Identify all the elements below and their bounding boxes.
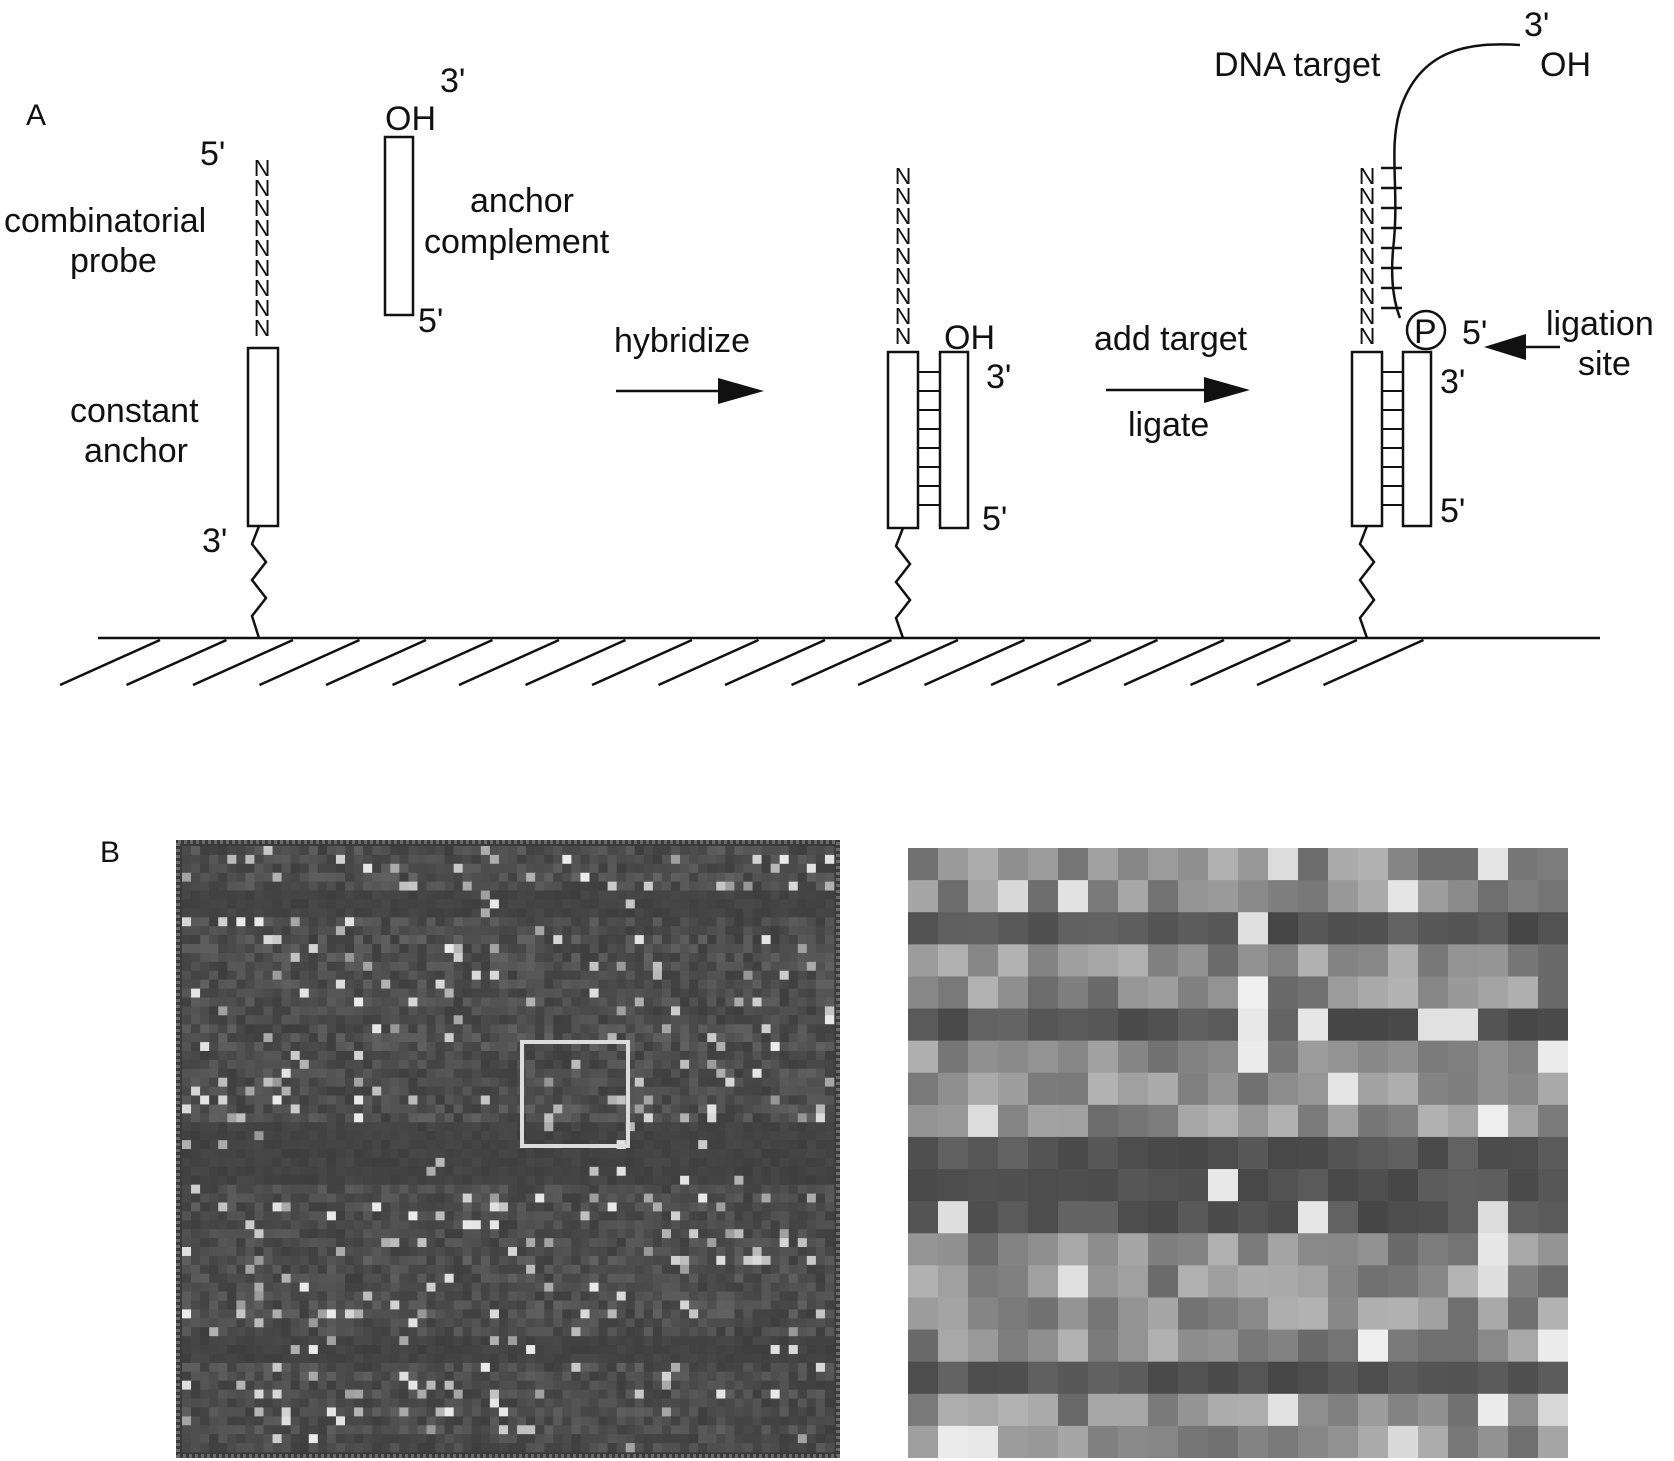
left-n-7: N <box>254 295 271 321</box>
anchor-complement-box <box>383 135 415 317</box>
left-n-0: N <box>254 155 271 181</box>
array-image-zoomed <box>908 848 1568 1458</box>
middle-n-8: N <box>895 323 912 349</box>
anchor-complement-label-line2: complement <box>424 223 610 261</box>
left-probe-5prime: 5' <box>200 135 225 173</box>
middle-n-6: N <box>895 283 912 309</box>
right-linker-zigzag <box>1358 525 1376 639</box>
right-n-8: N <box>1359 323 1376 349</box>
combinatorial-probe-label-line2: probe <box>70 242 157 280</box>
middle-base-pairs <box>918 371 940 506</box>
anchor-complement-3prime: 3' <box>440 62 465 100</box>
ligation-site-label-line2: site <box>1578 345 1631 383</box>
anchor-complement-oh: OH <box>385 100 436 138</box>
right-n-7: N <box>1359 303 1376 329</box>
array-image-full <box>176 840 840 1458</box>
middle-n-7: N <box>895 303 912 329</box>
left-linker-zigzag <box>250 525 268 639</box>
constant-anchor-box <box>246 346 280 528</box>
ligation-arrowhead <box>1484 334 1526 360</box>
middle-n-3: N <box>895 223 912 249</box>
panel-label-a: A <box>26 99 46 132</box>
phosphate-label: P <box>1414 313 1437 351</box>
constant-anchor-label-line1: constant <box>70 392 199 430</box>
middle-complement-box <box>938 350 970 530</box>
add-target-label: add target <box>1094 320 1248 358</box>
right-base-pairs <box>1382 371 1403 506</box>
left-n-2: N <box>254 195 271 221</box>
middle-5prime: 5' <box>982 500 1007 538</box>
middle-linker-zigzag <box>894 527 912 639</box>
right-5prime-top: 5' <box>1462 314 1487 352</box>
left-n-5: N <box>254 255 271 281</box>
anchor-complement: 3' OH anchor complement 5' <box>383 62 610 340</box>
hybridize-label: hybridize <box>614 322 750 360</box>
dna-target-3prime: 3' <box>1524 6 1549 44</box>
zoom-region-box <box>520 1040 630 1148</box>
ligate-step: add target ligate <box>1094 320 1250 444</box>
target-base-pairs <box>1381 166 1402 310</box>
right-n-6: N <box>1359 283 1376 309</box>
combinatorial-probe-label-line1: combinatorial <box>4 202 206 240</box>
surface-hatching <box>59 638 1425 687</box>
hybridize-arrowhead <box>718 378 764 404</box>
right-n-4: N <box>1359 243 1376 269</box>
hybridize-step: hybridize <box>614 322 764 404</box>
middle-oh: OH <box>944 319 995 357</box>
left-n-8: N <box>254 315 271 341</box>
right-complement-box <box>1401 350 1433 528</box>
middle-3prime: 3' <box>986 358 1011 396</box>
right-5prime-bottom: 5' <box>1440 492 1465 530</box>
right-anchor-box <box>1350 350 1384 528</box>
left-n-3: N <box>254 215 271 241</box>
anchor-complement-5prime: 5' <box>418 302 443 340</box>
ligation-site-label-line1: ligation <box>1546 305 1654 343</box>
ligate-label: ligate <box>1128 406 1209 444</box>
left-n-4: N <box>254 235 271 261</box>
panel-label-b: B <box>100 836 120 869</box>
ligate-arrowhead <box>1204 377 1250 403</box>
dna-target-oh: OH <box>1540 46 1591 84</box>
array-border <box>176 840 840 1458</box>
right-n-5: N <box>1359 263 1376 289</box>
middle-n-5: N <box>895 263 912 289</box>
middle-n-1: N <box>895 183 912 209</box>
phosphate-circle <box>1405 309 1447 351</box>
middle-n-4: N <box>895 243 912 269</box>
right-n-0: N <box>1359 163 1376 189</box>
right-n-2: N <box>1359 203 1376 229</box>
middle-n-0: N <box>895 163 912 189</box>
middle-n-2: N <box>895 203 912 229</box>
middle-anchor-box <box>886 350 920 530</box>
left-n-1: N <box>254 175 271 201</box>
right-n-3: N <box>1359 223 1376 249</box>
right-n-1: N <box>1359 183 1376 209</box>
left-probe-3prime: 3' <box>202 522 227 560</box>
anchor-complement-label-line1: anchor <box>470 182 574 220</box>
dna-target-strand <box>1390 43 1521 319</box>
left-n-6: N <box>254 275 271 301</box>
right-3prime: 3' <box>1440 363 1465 401</box>
dna-target-label: DNA target <box>1214 46 1381 84</box>
constant-anchor-label-line2: anchor <box>84 432 188 470</box>
solid-surface <box>59 636 1600 687</box>
